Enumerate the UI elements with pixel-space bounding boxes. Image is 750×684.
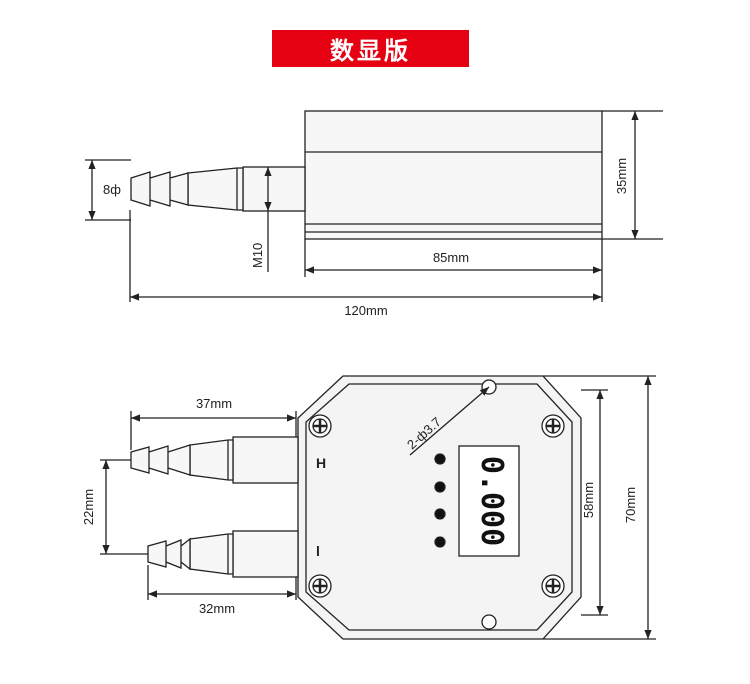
low-port-fitting: [147, 530, 299, 578]
label-85mm: 85mm: [433, 250, 469, 265]
display-window: [458, 445, 520, 557]
side-body: [304, 110, 603, 240]
label-70mm: 70mm: [623, 487, 638, 523]
led-4: [434, 536, 446, 548]
display-value: 0.000: [474, 456, 509, 546]
label-35mm: 35mm: [614, 158, 629, 194]
front-view: [100, 375, 656, 640]
label-120mm: 120mm: [344, 303, 387, 318]
led-1: [434, 453, 446, 465]
side-stub: [242, 166, 306, 212]
high-port-fitting: [130, 436, 299, 484]
label-32mm: 32mm: [199, 601, 235, 616]
title-banner: 数显版: [272, 30, 469, 67]
label-m10: M10: [250, 243, 265, 268]
label-high-port: H: [316, 455, 326, 471]
mount-hole-bottom: [481, 614, 497, 630]
screw-bottom-left: [308, 574, 332, 598]
label-low-port: l: [316, 543, 320, 559]
side-view: [85, 110, 663, 302]
screw-top-left: [308, 414, 332, 438]
title-text: 数显版: [330, 37, 411, 65]
led-3: [434, 508, 446, 520]
screw-top-right: [541, 414, 565, 438]
label-37mm: 37mm: [196, 396, 232, 411]
side-barbs: [130, 171, 189, 207]
label-8phi: 8ф: [103, 182, 121, 197]
led-2: [434, 481, 446, 493]
screw-bottom-right: [541, 574, 565, 598]
label-58mm: 58mm: [581, 482, 596, 518]
housing-outer: [297, 375, 582, 640]
side-ferrule: [187, 167, 244, 211]
housing-inner: [305, 383, 573, 631]
label-22mm: 22mm: [81, 489, 96, 525]
